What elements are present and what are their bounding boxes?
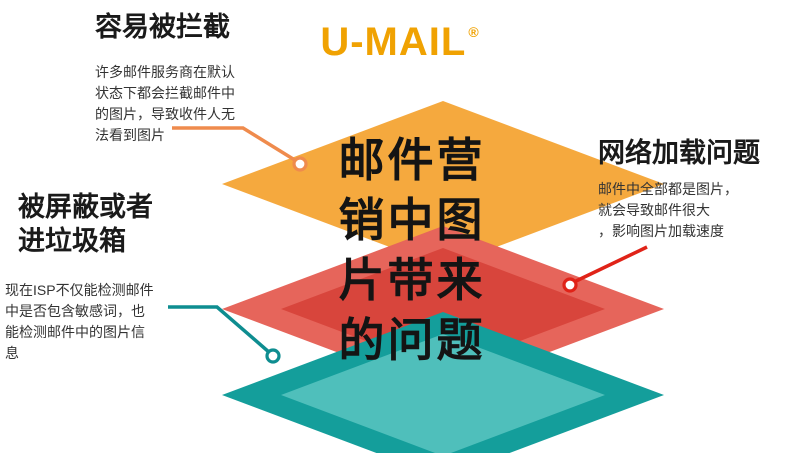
callout-intercepted-title: 容易被拦截 — [95, 12, 230, 42]
body-line: 邮件中全部都是图片， — [598, 181, 738, 197]
title-line: 进垃圾箱 — [18, 226, 126, 256]
callout-network: 网络加载问题 邮件中全部都是图片， 就会导致邮件很大 ，影响图片加载速度 — [598, 136, 770, 242]
body-line: 息 — [5, 345, 19, 361]
body-line: 许多邮件服务商在默认 — [95, 64, 235, 80]
callout-intercepted: 容易被拦截 许多邮件服务商在默认 状态下都会拦截邮件中 的图片，导致收件人无 法… — [95, 10, 263, 146]
layer-bottom-inner-diamond — [281, 334, 605, 453]
center-title: 邮件营 销中图 片带来 的问题 — [322, 130, 502, 370]
connector-network-dot — [562, 277, 578, 293]
body-line: 法看到图片 — [95, 127, 165, 143]
title-line: 被屏蔽或者 — [18, 192, 153, 222]
callout-intercepted-body: 许多邮件服务商在默认 状态下都会拦截邮件中 的图片，导致收件人无 法看到图片 — [95, 62, 263, 146]
center-title-line: 销中图 — [338, 194, 486, 246]
center-title-line: 的问题 — [338, 314, 486, 366]
layer-middle-inner-diamond — [281, 248, 605, 370]
connector-network-line — [573, 245, 648, 284]
connector-spam-dot — [265, 348, 281, 364]
connector-spam-line — [168, 305, 272, 355]
center-title-line: 片带来 — [338, 254, 486, 306]
body-line: 能检测邮件中的图片信 — [5, 324, 145, 340]
callout-network-body: 邮件中全部都是图片， 就会导致邮件很大 ，影响图片加载速度 — [598, 179, 770, 242]
logo-text: U-MAIL — [320, 20, 467, 64]
layer-top-diamond — [222, 101, 664, 267]
registered-trademark-icon: ® — [468, 24, 480, 40]
body-line: 的图片，导致收件人无 — [95, 106, 235, 122]
center-title-line: 邮件营 — [338, 134, 486, 186]
logo: U-MAIL® — [320, 20, 479, 65]
callout-spam-body: 现在ISP不仅能检测邮件 中是否包含敏感词，也 能检测邮件中的图片信 息 — [5, 280, 180, 364]
callout-spam: 被屏蔽或者 进垃圾箱 现在ISP不仅能检测邮件 中是否包含敏感词，也 能检测邮件… — [5, 190, 180, 364]
connector-intercepted-line — [172, 126, 299, 164]
callout-network-title: 网络加载问题 — [598, 138, 760, 168]
body-line: 现在ISP不仅能检测邮件 — [5, 282, 154, 298]
body-line: 状态下都会拦截邮件中 — [95, 85, 235, 101]
body-line: 就会导致邮件很大 — [598, 202, 710, 218]
body-line: ，影响图片加载速度 — [598, 223, 724, 239]
body-line: 中是否包含敏感词，也 — [5, 303, 145, 319]
connector-intercepted-dot — [292, 156, 308, 172]
callout-spam-title: 被屏蔽或者 进垃圾箱 — [18, 190, 180, 258]
